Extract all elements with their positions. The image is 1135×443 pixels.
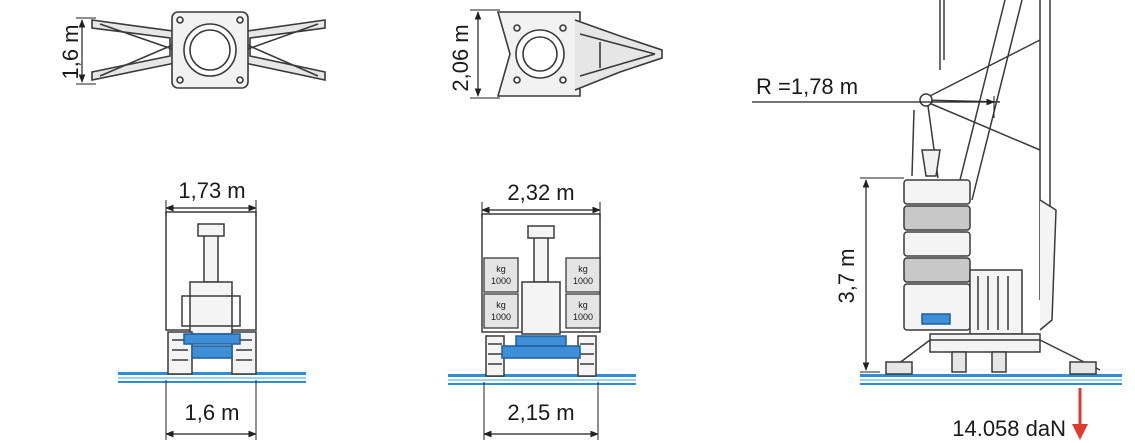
ballast-value: 1000 <box>573 276 593 286</box>
label-front-left-top-width: 1,73 m <box>178 178 245 203</box>
dim-top-left-height: 1,6 m <box>58 17 96 85</box>
dim-front-left-top-width: 1,73 m <box>165 178 257 216</box>
ballast-block-upper-left: kg 1000 <box>483 257 519 293</box>
dim-front-middle-bottom-width: 2,15 m <box>483 382 599 440</box>
dim-side-radius: R =1,78 m <box>752 74 995 118</box>
dim-top-middle-height: 2,06 m <box>448 9 500 99</box>
point-load: 14.058 daN <box>952 388 1088 441</box>
ballast-block-lower-left: kg 1000 <box>483 293 519 329</box>
label-top-left-height: 1,6 m <box>58 24 83 79</box>
side-view-crane <box>885 0 1101 375</box>
ground-middle <box>448 374 636 385</box>
front-view-wide-crane <box>481 213 601 377</box>
label-point-load: 14.058 daN <box>952 416 1066 441</box>
ballast-unit: kg <box>496 264 506 274</box>
ballast-block-lower-right: kg 1000 <box>565 293 601 329</box>
front-view-narrow-crane <box>165 211 257 375</box>
label-front-middle-top-width: 2,32 m <box>507 180 574 205</box>
label-front-left-bottom-width: 1,6 m <box>184 400 239 425</box>
top-view-x-frame <box>91 11 326 89</box>
ballast-block-upper-right: kg 1000 <box>565 257 601 293</box>
dim-front-middle-top-width: 2,32 m <box>481 180 601 218</box>
dim-front-left-bottom-width: 1,6 m <box>165 380 257 440</box>
ground-left <box>118 372 306 383</box>
ballast-value: 1000 <box>491 276 511 286</box>
label-side-height: 3,7 m <box>834 248 859 303</box>
ground-right <box>860 374 1122 385</box>
ballast-unit: kg <box>578 264 588 274</box>
label-front-middle-bottom-width: 2,15 m <box>507 400 574 425</box>
ballast-value: 1000 <box>573 312 593 322</box>
label-side-radius: R =1,78 m <box>756 74 858 99</box>
ballast-value: 1000 <box>491 312 511 322</box>
top-view-frame-compact <box>496 11 663 97</box>
dim-side-height: 3,7 m <box>834 177 904 373</box>
ballast-unit: kg <box>496 300 506 310</box>
ballast-unit: kg <box>578 300 588 310</box>
label-top-middle-height: 2,06 m <box>448 24 473 91</box>
